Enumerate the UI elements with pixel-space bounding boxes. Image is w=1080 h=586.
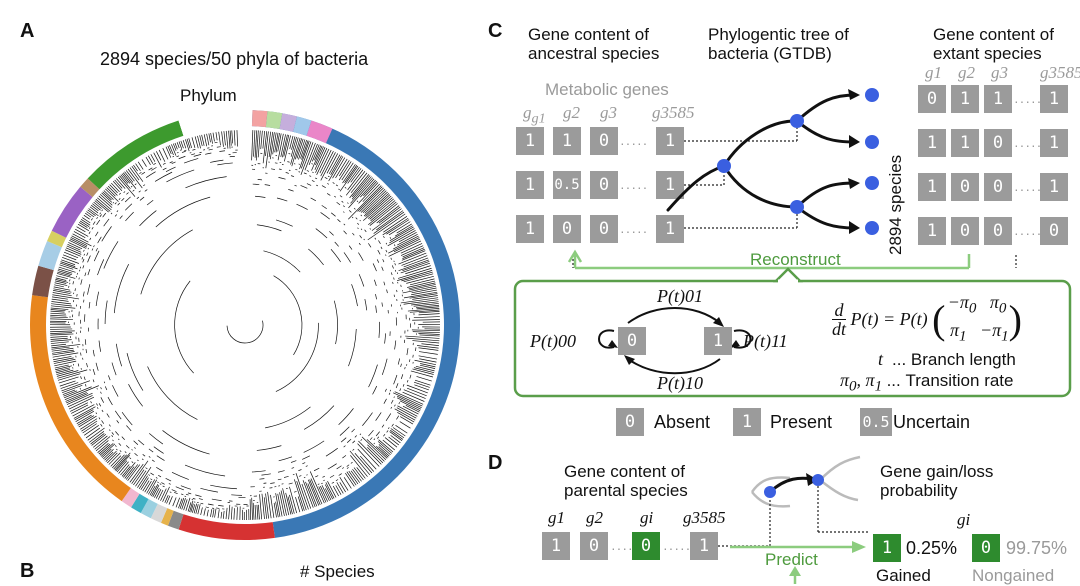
- gained-pct: 0.25%: [906, 538, 957, 559]
- gene-label: gi: [957, 510, 970, 530]
- gained-cell: 1: [873, 534, 901, 562]
- gained-label: Gained: [876, 566, 931, 586]
- nongained-pct: 99.75%: [1006, 538, 1067, 559]
- nongained-cell: 0: [972, 534, 1000, 562]
- predict-label: Predict: [765, 550, 818, 570]
- nongained-label: Nongained: [972, 566, 1054, 586]
